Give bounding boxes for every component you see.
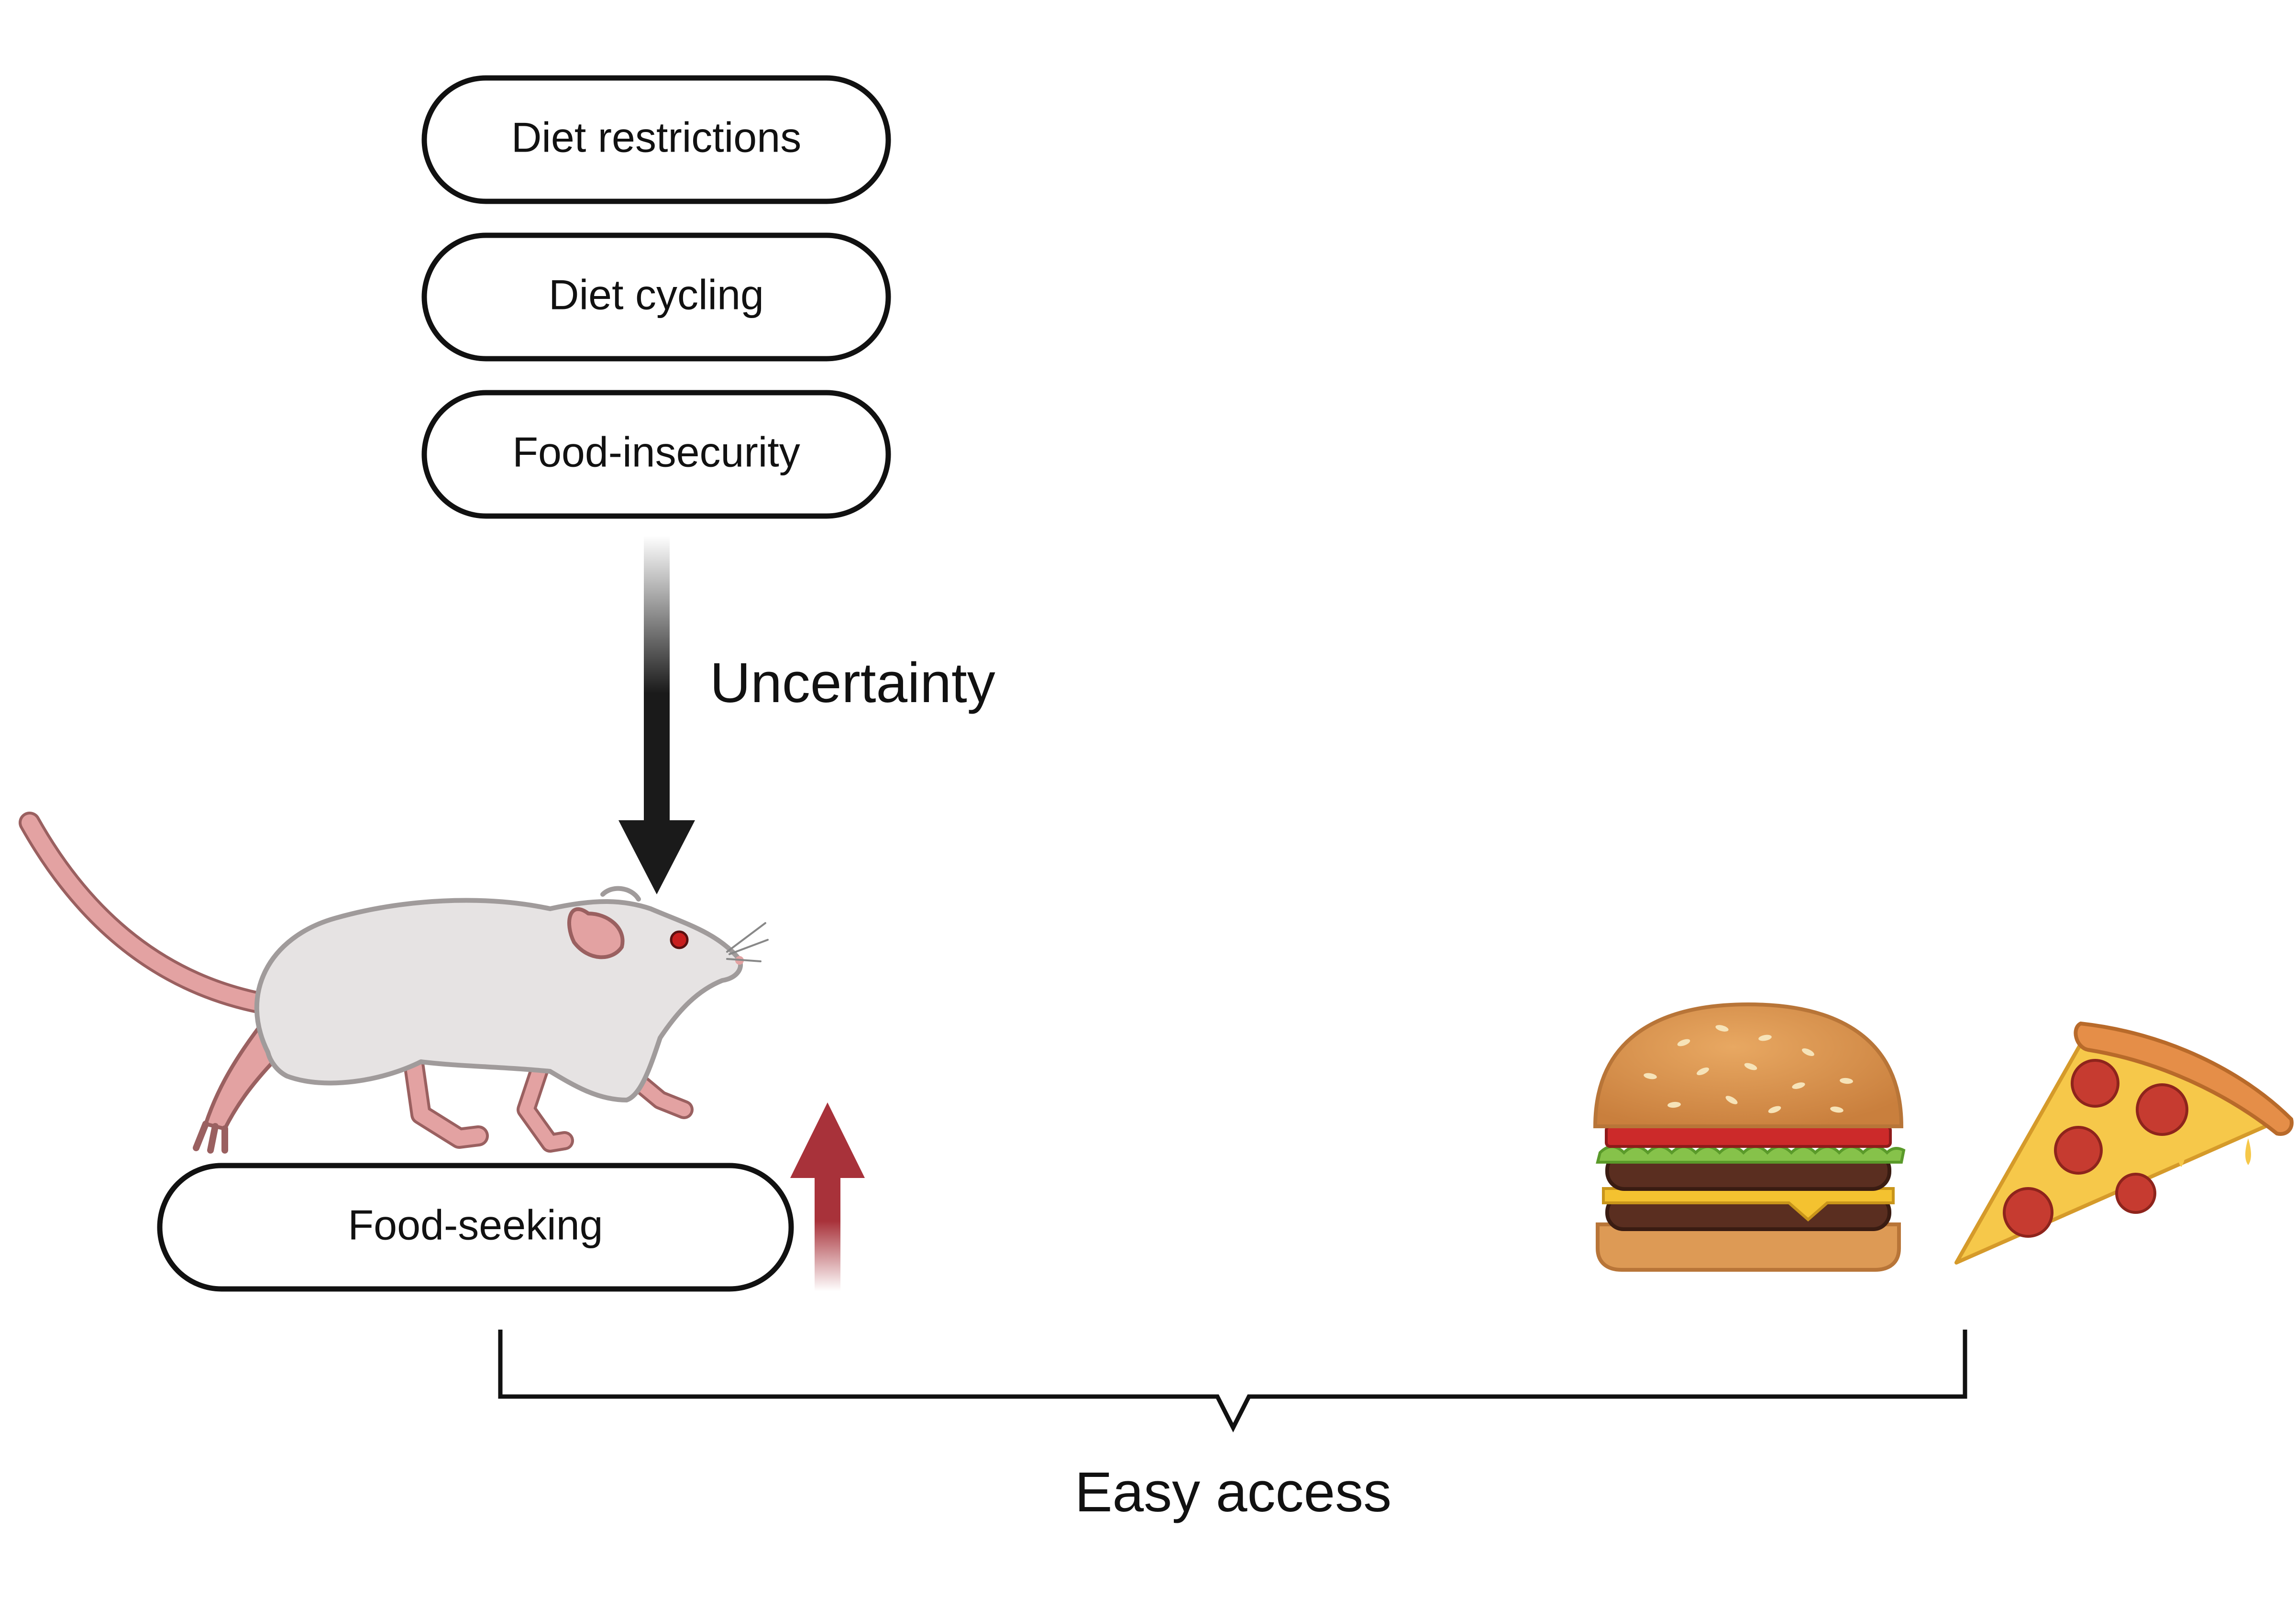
factor-diet-restrictions: Diet restrictions: [421, 75, 891, 204]
factor-food-insecurity: Food-insecurity: [421, 390, 891, 519]
rat-illustration: [19, 812, 769, 1154]
easy-access-label: Easy access: [1075, 1461, 1391, 1524]
outcome-label: Food-seeking: [348, 1201, 603, 1248]
uncertainty-label: Uncertainty: [710, 651, 995, 715]
easy-access-bracket: [498, 1330, 1967, 1432]
factor-label: Diet restrictions: [511, 113, 801, 161]
increase-indicator-arrow: [790, 1102, 865, 1291]
uncertainty-arrow: [618, 536, 695, 894]
factor-diet-cycling: Diet cycling: [421, 232, 891, 362]
burger-illustration: [1593, 1002, 1906, 1272]
outcome-food-seeking: Food-seeking: [157, 1163, 794, 1292]
factor-label: Food-insecurity: [512, 428, 800, 475]
factor-label: Diet cycling: [549, 271, 764, 318]
pizza-slice-illustration: [1954, 1021, 2294, 1265]
